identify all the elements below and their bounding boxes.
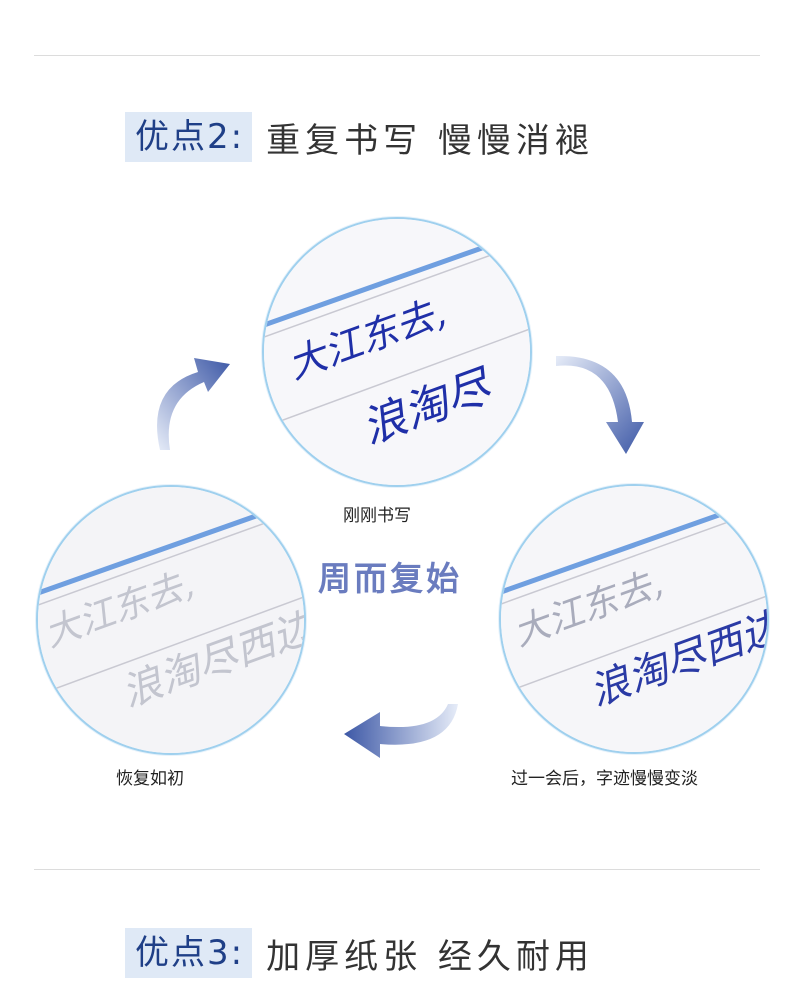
arrow-top-left-icon: [157, 358, 230, 450]
arrow-bottom-icon: [344, 704, 458, 758]
top-divider: [34, 55, 760, 56]
caption-fresh: 刚刚书写: [343, 506, 411, 526]
section2-heading: 优点2: 重复书写 慢慢消褪: [125, 112, 594, 162]
restored-circle: 大江东去, 浪淘尽西边: [36, 485, 306, 755]
bottom-divider: [34, 869, 760, 870]
caption-restored: 恢复如初: [116, 769, 184, 789]
fading-writing-circle: 大江东去, 浪淘尽西边: [499, 484, 769, 754]
caption-fading: 过一会后，字迹慢慢变淡: [511, 769, 698, 789]
arrow-top-right-icon: [556, 355, 644, 454]
section3-title: 加厚纸张 经久耐用: [266, 936, 594, 977]
section2-title: 重复书写 慢慢消褪: [266, 120, 594, 161]
section2-tag: 优点2:: [125, 112, 253, 162]
cycle-label: 周而复始: [318, 559, 462, 598]
fresh-writing-circle: 大江东去, 浪淘尽: [262, 217, 532, 487]
section3-tag: 优点3:: [125, 928, 253, 978]
section3-heading: 优点3: 加厚纸张 经久耐用: [125, 928, 594, 978]
